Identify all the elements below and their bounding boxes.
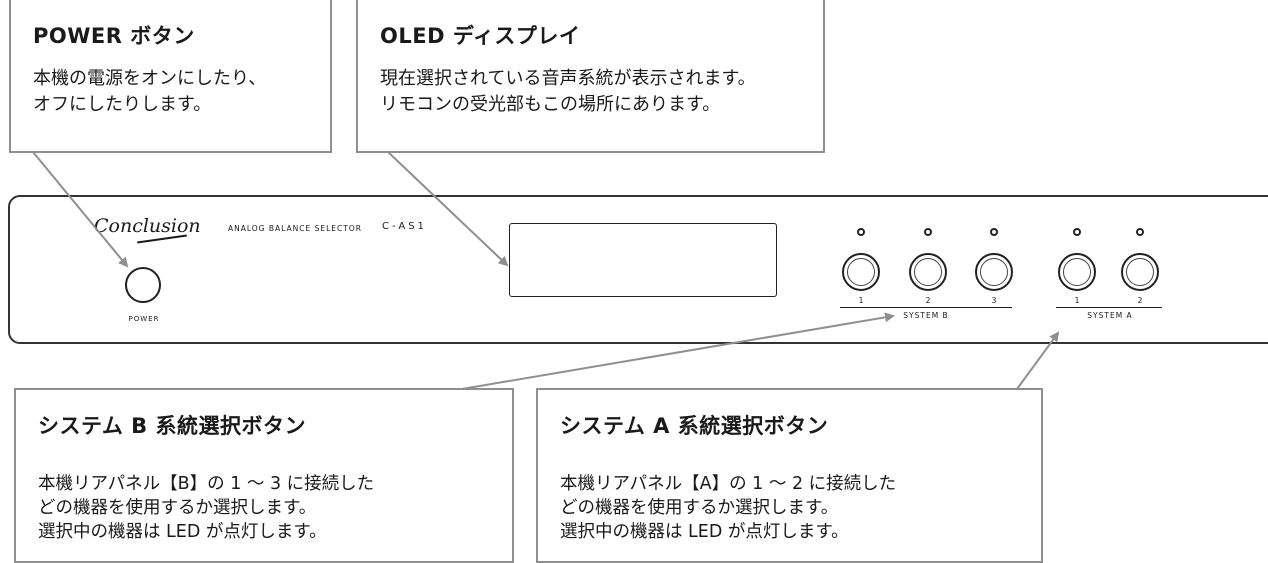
model-code: C-AS1 [382, 221, 427, 232]
power-leader-arrow [32, 151, 129, 268]
oled-display [509, 223, 777, 297]
system-a-leader-arrow [1016, 331, 1060, 390]
power-callout-body: 本機の電源をオンにしたり、 オフにしたりします。 [33, 68, 267, 115]
system-b-button-3[interactable] [975, 253, 1013, 291]
system-a-number-2: 2 [1137, 296, 1143, 305]
system-a-bracket-line [1056, 307, 1162, 308]
system-a-button-2[interactable] [1121, 253, 1159, 291]
system-b-led-1 [857, 228, 865, 236]
system-a-label: SYSTEM A [1087, 311, 1133, 320]
oled-callout-title: OLED ディスプレイ [380, 24, 581, 48]
front-panel: Conclusion ANALOG BALANCE SELECTOR C-AS1… [8, 195, 1268, 344]
model-name: ANALOG BALANCE SELECTOR [228, 224, 362, 233]
system-a-callout-body: 本機リアパネル【A】の 1 ～ 2 に接続した どの機器を使用するか選択します。… [560, 474, 897, 542]
power-button[interactable] [125, 267, 161, 303]
system-b-number-1: 1 [858, 296, 864, 305]
system-b-label: SYSTEM B [903, 311, 949, 320]
system-b-number-3: 3 [991, 296, 997, 305]
power-label: POWER [128, 315, 160, 323]
brand-logo: Conclusion [94, 215, 201, 237]
system-b-button-1[interactable] [842, 253, 880, 291]
system-b-bracket-line [840, 307, 1012, 308]
system-b-led-2 [924, 228, 932, 236]
system-b-led-3 [990, 228, 998, 236]
system-a-callout-title: システム A 系統選択ボタン [560, 414, 829, 438]
system-a-led-1 [1073, 228, 1081, 236]
system-b-callout-title: システム B 系統選択ボタン [38, 414, 306, 438]
system-b-button-2[interactable] [909, 253, 947, 291]
system-a-led-2 [1136, 228, 1144, 236]
system-b-leader-arrow [461, 312, 895, 390]
system-b-callout-body: 本機リアパネル【B】の 1 ～ 3 に接続した どの機器を使用するか選択します。… [38, 474, 375, 542]
power-callout-title: POWER ボタン [33, 24, 195, 48]
oled-leader-arrow [387, 151, 509, 267]
system-b-callout: システム B 系統選択ボタン 本機リアパネル【B】の 1 ～ 3 に接続した ど… [14, 388, 514, 563]
system-a-number-1: 1 [1074, 296, 1080, 305]
system-a-button-1[interactable] [1058, 253, 1096, 291]
system-b-number-2: 2 [925, 296, 931, 305]
system-a-callout: システム A 系統選択ボタン 本機リアパネル【A】の 1 ～ 2 に接続した ど… [536, 388, 1043, 563]
power-callout: POWER ボタン 本機の電源をオンにしたり、 オフにしたりします。 [9, 0, 332, 153]
oled-callout-body: 現在選択されている音声系統が表示されます。 リモコンの受光部もこの場所にあります… [380, 68, 756, 115]
oled-callout: OLED ディスプレイ 現在選択されている音声系統が表示されます。 リモコンの受… [356, 0, 825, 153]
